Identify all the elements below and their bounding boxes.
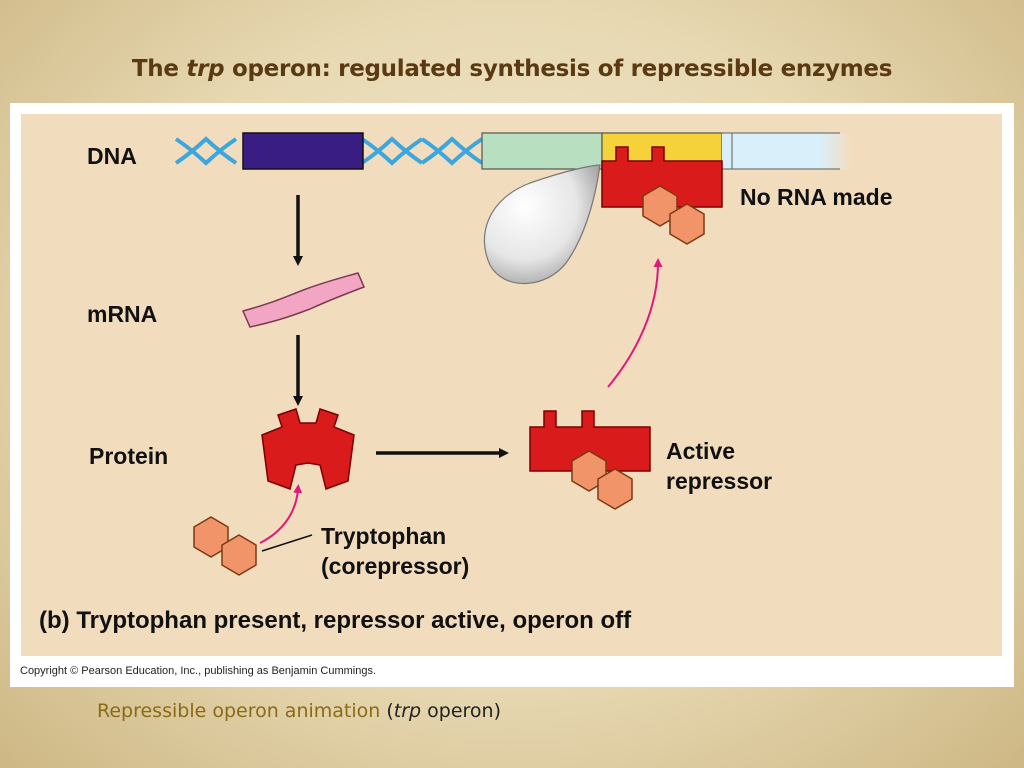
tryptophan-on-active-repressor (571, 450, 633, 510)
figure-caption: (b) Tryptophan present, repressor active… (39, 607, 632, 634)
label-corepressor: (corepressor) (321, 553, 470, 579)
tryptophan-free (193, 516, 257, 576)
diagram-svg (21, 114, 1002, 656)
label-protein: Protein (89, 443, 169, 469)
footer-line: Repressible operon animation (trp operon… (97, 700, 501, 722)
operon-genes (722, 133, 852, 169)
repressor-active (529, 410, 651, 472)
repressor-bound (601, 146, 723, 208)
mrna-strand (241, 272, 365, 328)
label-dna: DNA (87, 143, 137, 169)
operon-figure: DNA mRNA Protein No RNA made Active repr… (10, 103, 1014, 687)
repressor-inactive (261, 408, 355, 490)
tryptophan-leader-line (261, 534, 313, 552)
copyright-notice: Copyright © Pearson Education, Inc., pub… (20, 665, 377, 677)
footer-rest: operon) (421, 700, 501, 722)
regulatory-gene (242, 132, 364, 170)
slide-title: The trp operon: regulated synthesis of r… (0, 56, 1024, 82)
label-active: Active (666, 438, 736, 464)
title-suffix: operon: regulated synthesis of repressib… (224, 56, 893, 82)
label-mrna: mRNA (87, 301, 158, 327)
arrow-trp-to-repressor (259, 484, 303, 544)
footer-italic: trp (393, 700, 422, 722)
label-tryptophan: Tryptophan (321, 523, 447, 549)
title-italic: trp (186, 56, 225, 82)
label-repressor: repressor (666, 468, 773, 494)
footer-paren-open: ( (380, 700, 394, 722)
arrow-repressor-to-operator (607, 258, 663, 388)
dna-helix-left (174, 136, 484, 166)
label-no-rna-made: No RNA made (740, 184, 893, 210)
rna-polymerase (483, 164, 601, 285)
tryptophan-bound (642, 185, 705, 245)
title-prefix: The (131, 56, 187, 82)
promoter-region (481, 132, 603, 170)
animation-link[interactable]: Repressible operon animation (97, 700, 381, 722)
